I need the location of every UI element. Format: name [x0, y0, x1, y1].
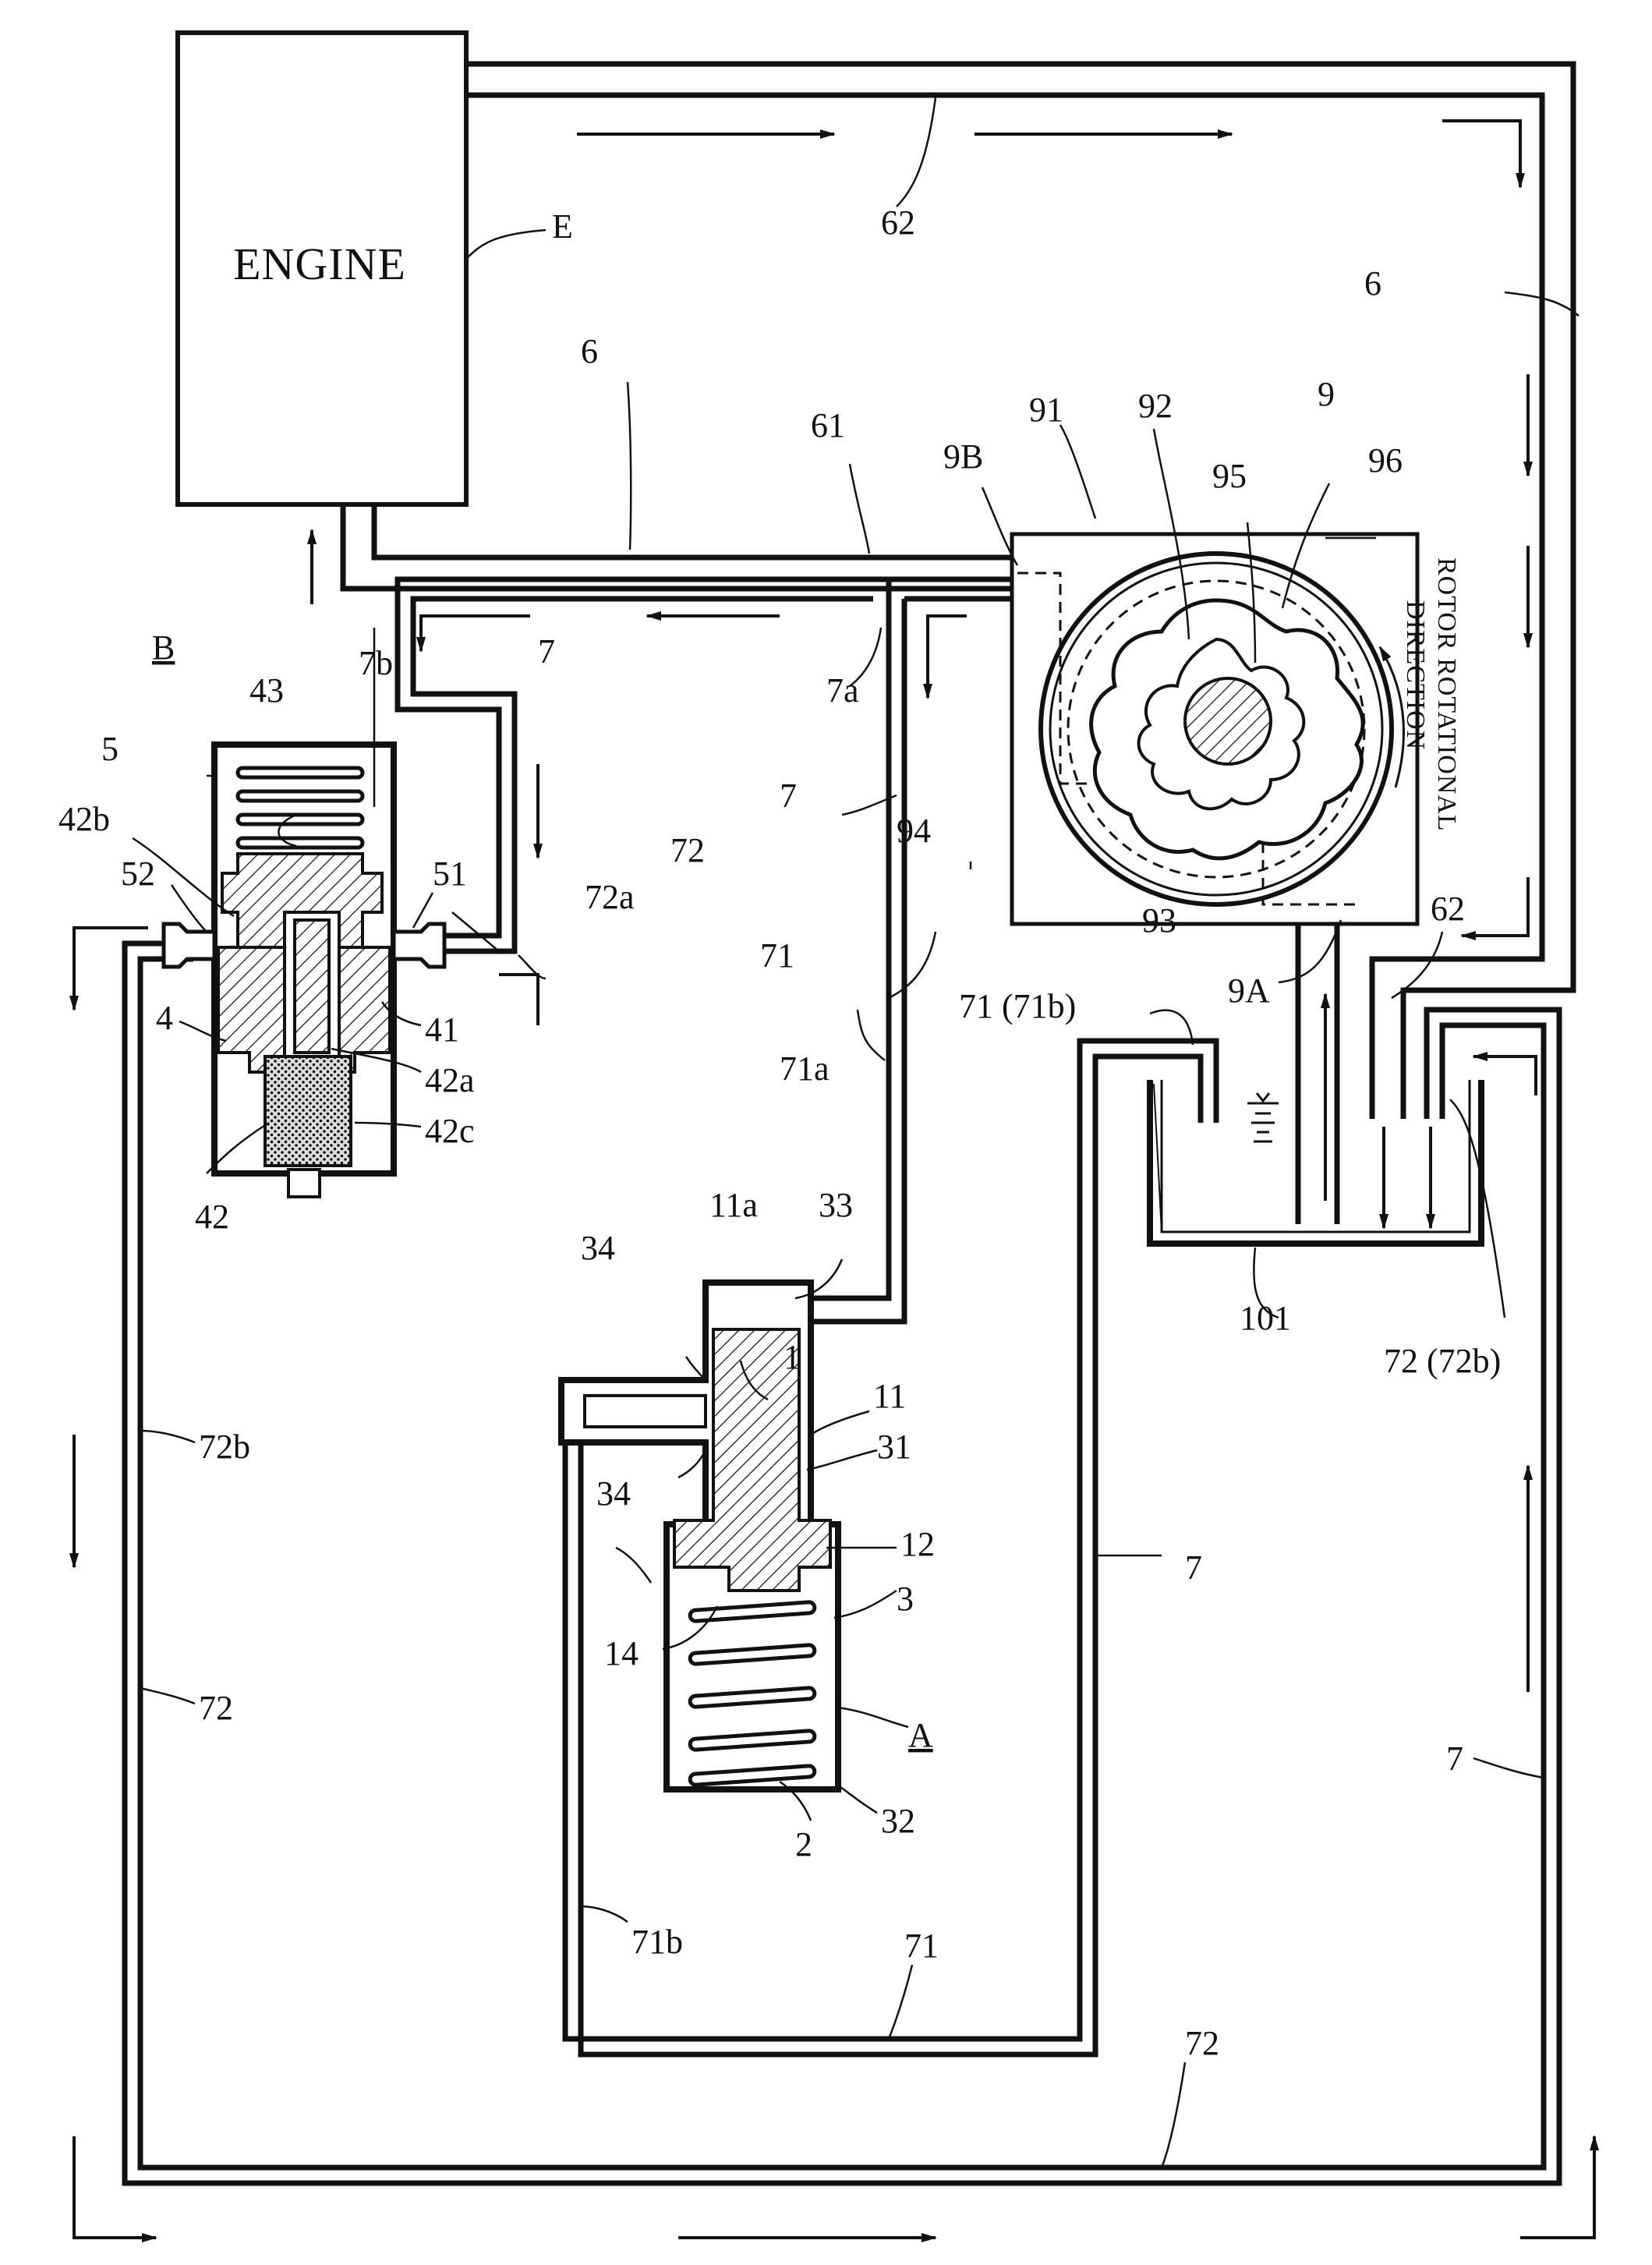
label-72b-left: 72b — [199, 1428, 250, 1466]
label-2: 2 — [795, 1825, 812, 1863]
label-42c: 42c — [425, 1112, 475, 1150]
engine-leader — [468, 230, 546, 257]
label-71-71b: 71 (71b) — [959, 987, 1076, 1025]
label-7-mid: 7 — [780, 777, 797, 815]
label-9A: 9A — [1228, 971, 1270, 1010]
rotor-direction-line2: DIRECTION — [1401, 600, 1430, 750]
label-62-right: 62 — [1431, 890, 1465, 928]
label-9: 9 — [1318, 375, 1335, 413]
label-43: 43 — [249, 671, 284, 710]
label-72a: 72a — [585, 878, 635, 916]
label-71-mid: 71 — [760, 936, 794, 975]
label-32: 32 — [881, 1802, 915, 1840]
label-7-upper: 7 — [538, 632, 555, 671]
label-42b: 42b — [58, 800, 110, 838]
label-71b: 71b — [631, 1923, 683, 1961]
engine-label: ENGINE — [233, 239, 406, 289]
engine-block: ENGINE — [178, 33, 466, 504]
label-33: 33 — [819, 1186, 853, 1224]
label-41: 41 — [425, 1010, 459, 1049]
label-72-72b: 72 (72b) — [1384, 1342, 1501, 1380]
label-62-top: 62 — [881, 203, 915, 242]
label-61: 61 — [811, 406, 845, 444]
label-72-bottom: 72 — [1185, 2024, 1219, 2062]
label-31: 31 — [877, 1428, 911, 1466]
label-7-right-mid: 7 — [1185, 1548, 1202, 1587]
label-E: E — [552, 207, 573, 246]
label-7a: 7a — [826, 671, 859, 710]
label-42a: 42a — [425, 1061, 475, 1099]
pump-9: ROTOR ROTATIONAL DIRECTION — [1012, 534, 1461, 924]
label-91: 91 — [1029, 391, 1063, 429]
label-51: 51 — [433, 855, 467, 893]
label-34-top: 34 — [581, 1229, 615, 1267]
label-B: B — [152, 628, 175, 667]
label-7-right-low: 7 — [1446, 1739, 1463, 1778]
label-14: 14 — [604, 1634, 639, 1672]
label-9B: 9B — [943, 437, 983, 476]
label-101: 101 — [1240, 1299, 1291, 1337]
relief-valve-B — [164, 745, 444, 1197]
label-1: 1 — [784, 1338, 801, 1376]
label-52: 52 — [121, 855, 155, 893]
label-42: 42 — [195, 1198, 229, 1236]
label-11: 11 — [873, 1377, 906, 1415]
label-11a: 11a — [709, 1186, 758, 1224]
label-A: A — [908, 1716, 933, 1754]
label-12: 12 — [900, 1525, 935, 1563]
label-95: 95 — [1212, 457, 1247, 495]
label-5: 5 — [101, 730, 119, 768]
label-92: 92 — [1138, 387, 1173, 425]
label-72-left: 72 — [199, 1689, 233, 1727]
label-72-upper: 72 — [670, 831, 705, 869]
label-6-left: 6 — [581, 332, 598, 370]
label-71a: 71a — [780, 1049, 830, 1088]
rotor-direction-line1: ROTOR ROTATIONAL — [1432, 557, 1461, 832]
pipe-7-upper — [398, 579, 1013, 1322]
label-4: 4 — [156, 999, 173, 1037]
pipe-61 — [343, 504, 1013, 589]
suction-pipe-9A — [1298, 924, 1337, 1224]
label-34-bot: 34 — [596, 1474, 631, 1513]
label-71-bottom: 71 — [904, 1927, 939, 1965]
label-96: 96 — [1368, 441, 1403, 480]
label-3: 3 — [897, 1580, 914, 1618]
label-94: 94 — [897, 812, 931, 850]
label-93: 93 — [1142, 901, 1176, 940]
label-6-top: 6 — [1364, 264, 1381, 303]
label-7b: 7b — [359, 644, 393, 682]
